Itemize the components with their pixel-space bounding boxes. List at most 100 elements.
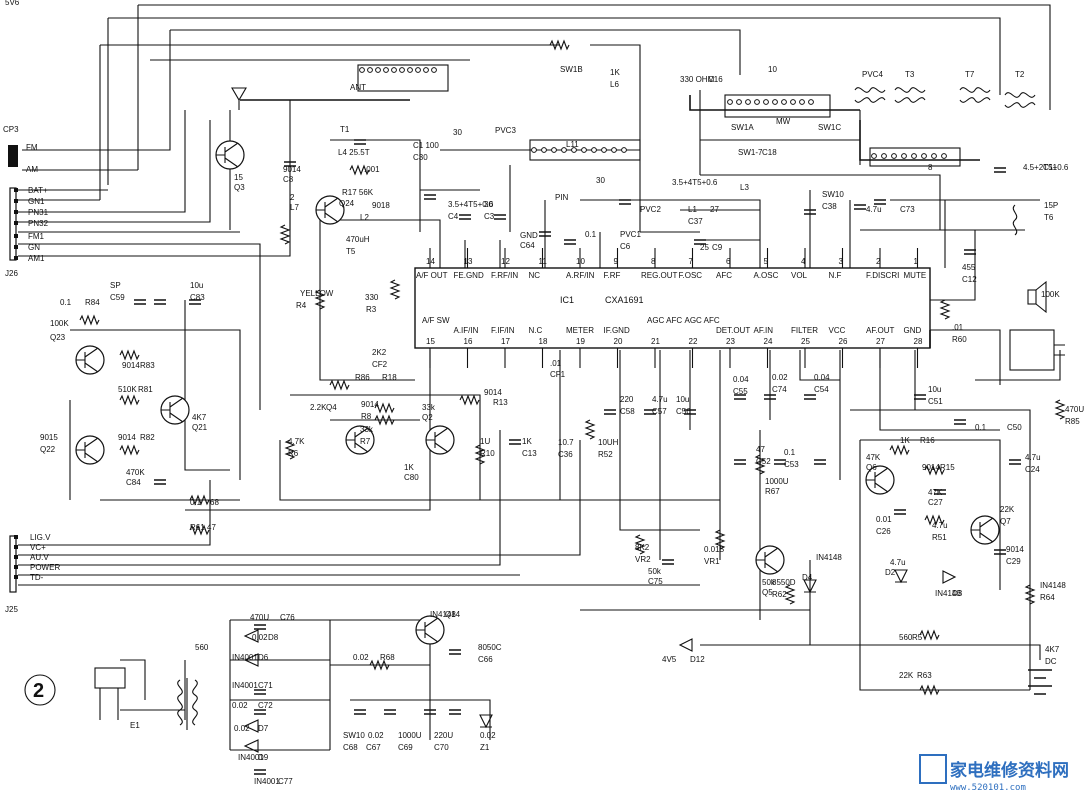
component-label: 10.7	[558, 438, 574, 447]
component-label: 1U	[480, 437, 490, 446]
component-label: Q14	[445, 610, 461, 619]
transistor-leads	[216, 142, 239, 168]
resistor-symbol	[1024, 584, 1036, 605]
component-label: 4.7u	[1025, 453, 1041, 462]
component-label: R6	[288, 449, 299, 458]
component-label: E1	[130, 721, 140, 730]
component-label: 0.1	[975, 423, 987, 432]
switch-contact	[621, 147, 627, 153]
resistor-symbol	[329, 379, 350, 391]
component-label: R18	[382, 373, 397, 382]
resistor-symbol	[189, 494, 210, 506]
component-label: 330	[365, 293, 379, 302]
component-label: R81	[138, 385, 153, 394]
component-label: 0.04	[814, 373, 830, 382]
component-label: L1	[688, 205, 697, 214]
ic-pin-number: 21	[651, 337, 660, 346]
capacitor-symbol	[694, 239, 706, 245]
resistor-symbol	[79, 314, 100, 326]
resistor-symbol	[474, 444, 486, 465]
ic-pin-name: N.C	[529, 326, 543, 335]
component-label: C84	[126, 478, 141, 487]
capacitor-symbol	[424, 194, 436, 200]
component-label: 4K7	[192, 413, 207, 422]
ic-pin-number: 17	[501, 337, 510, 346]
j26-pin	[14, 221, 18, 225]
component-label: IN4001	[238, 753, 264, 762]
ic-pin-name: F.OSC	[679, 271, 703, 280]
component-label: 0.02	[252, 633, 268, 642]
switch-contact	[407, 67, 413, 73]
component-label: C9	[712, 243, 723, 252]
component-label: 4K7	[1045, 645, 1060, 654]
capacitor-symbol	[814, 459, 826, 465]
j25-pin	[14, 535, 18, 539]
switch-contact	[367, 67, 373, 73]
component-label: R60	[952, 335, 967, 344]
component-label: 10UH	[598, 438, 619, 447]
component-label: R16	[920, 436, 935, 445]
resistor-symbol	[1054, 399, 1066, 420]
component-label: Q3	[234, 183, 245, 192]
component-label: R85	[1065, 417, 1080, 426]
capacitor-symbol	[254, 689, 266, 695]
component-label: C38	[822, 202, 837, 211]
component-label: Q21	[192, 423, 208, 432]
component-label: T2	[1015, 70, 1025, 79]
component-label: L7	[290, 203, 299, 212]
capacitor-symbol	[662, 559, 674, 565]
component-label: C68	[343, 743, 358, 752]
resistor-symbol	[349, 164, 370, 176]
switch-contact	[571, 147, 577, 153]
transistor-leads	[866, 467, 889, 493]
j26-pin-label: PN31	[28, 208, 49, 217]
resistor-symbol	[714, 529, 726, 550]
component-label: C76	[280, 613, 295, 622]
component-label: 2.2K	[310, 403, 327, 412]
component-label: T3	[905, 70, 915, 79]
ic-pin-number: 12	[501, 257, 510, 266]
component-label: D2	[885, 568, 896, 577]
capacitor-symbol	[384, 709, 396, 715]
capacitor-symbol	[254, 709, 266, 715]
switch-contact	[799, 99, 805, 105]
component-label: 0.1	[784, 448, 796, 457]
j26-pin-label: GN1	[28, 197, 45, 206]
ic-pin-name: AF.IN	[754, 326, 774, 335]
component-label: R86	[355, 373, 370, 382]
ic-pin-number: 7	[689, 257, 694, 266]
component-label: T1	[340, 125, 350, 134]
component-label: 47K	[928, 488, 943, 497]
switch-contacts	[359, 67, 947, 159]
ic-pin-number: 15	[426, 337, 435, 346]
component-label: IN4001	[232, 681, 258, 690]
component-label: 0.04	[733, 375, 749, 384]
speaker-icon	[1027, 280, 1047, 314]
component-label: 0.1	[585, 230, 597, 239]
resistor-symbol	[924, 514, 945, 526]
component-label: C54	[814, 385, 829, 394]
ic-pin-number: 16	[464, 337, 473, 346]
component-label: 9014	[283, 165, 301, 174]
component-label: 0.01	[876, 515, 892, 524]
component-label: C53	[784, 460, 799, 469]
capacitor-symbol	[994, 549, 1006, 555]
component-label: 3.5+4T5+0.6	[448, 200, 494, 209]
component-label: 510K	[118, 385, 137, 394]
component-label: C36	[558, 450, 573, 459]
component-label: 4.7K	[288, 437, 305, 446]
ic-pin-number: 13	[464, 257, 473, 266]
transistor-leads	[426, 427, 449, 453]
component-label: 22K	[1000, 505, 1015, 514]
switch-contact	[790, 99, 796, 105]
j25-pin-label: TD-	[30, 573, 44, 582]
capacitor-symbol	[604, 409, 616, 415]
switch-contact	[871, 153, 877, 159]
capacitor-symbol	[284, 161, 296, 167]
ic-pin-number: 1	[914, 257, 919, 266]
ic-pin-name: MUTE	[904, 271, 927, 280]
component-label: R62	[772, 590, 787, 599]
component-label: C80	[404, 473, 419, 482]
switch-contact	[375, 67, 381, 73]
